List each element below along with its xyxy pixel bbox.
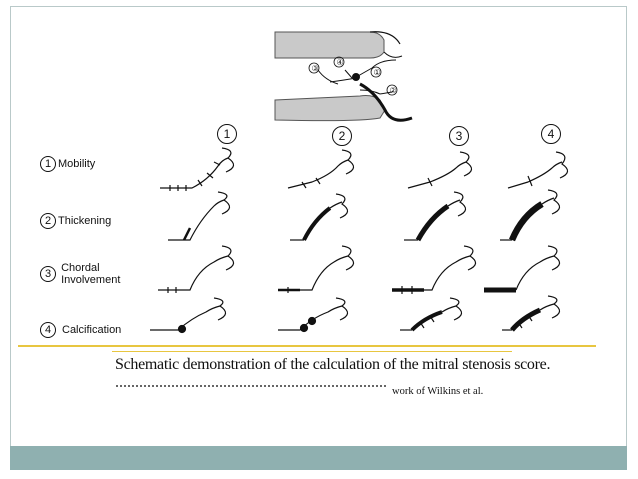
row2-col1: [168, 191, 231, 241]
inset-label-1: ①: [374, 68, 381, 77]
row2-col4: [500, 189, 561, 242]
faded-text-line: [116, 381, 386, 387]
figure-caption: Schematic demonstration of the calculati…: [115, 356, 551, 373]
row3-col3: [392, 245, 477, 294]
row2-col2: [290, 193, 349, 241]
column-4-header: 4: [541, 124, 561, 144]
row-label-chordal: 3 Chordal Involvement: [40, 262, 120, 286]
row-number-1: 1: [40, 156, 56, 172]
divider-line: [18, 345, 596, 347]
row-label-text-2: Involvement: [61, 274, 121, 286]
row-label-text: Calcification: [62, 323, 122, 336]
row1-col1: [160, 147, 235, 191]
row-label-text: Chordal: [61, 262, 100, 274]
row4-col3: [400, 297, 463, 332]
row4-col1: [150, 297, 227, 334]
row-number-2: 2: [40, 213, 56, 229]
inset-label-4: ④: [337, 58, 344, 67]
source-credit: work of Wilkins et al.: [392, 386, 484, 397]
row2-col3: [404, 191, 467, 242]
row-number-3: 3: [40, 266, 56, 282]
inset-labels: ③ ④ ① ②: [308, 56, 398, 96]
column-1-header: 1: [217, 124, 237, 144]
caption-rule: [112, 351, 512, 352]
row1-col4: [507, 151, 569, 189]
inset-label-3: ③: [312, 64, 319, 73]
row-number-4: 4: [40, 322, 56, 338]
column-3-header: 3: [449, 126, 469, 146]
row-label-text: Thickening: [58, 214, 112, 227]
row4-col4: [502, 295, 561, 332]
row3-col2: [278, 245, 355, 293]
row3-col1: [158, 245, 235, 293]
column-2-header: 2: [332, 126, 352, 146]
row1-col3: [407, 151, 473, 189]
slide-frame: [10, 6, 627, 470]
grid-sketches: [150, 147, 569, 334]
row-label-text: Mobility: [58, 157, 96, 170]
row1-col2: [287, 149, 355, 189]
row-label-calcification: 4 Calcification: [40, 322, 121, 338]
footer-bar: [10, 446, 627, 470]
row4-col2: [278, 297, 349, 333]
valve-inset: [274, 31, 413, 122]
row3-col4: [484, 245, 561, 293]
inset-label-2: ②: [390, 86, 397, 95]
